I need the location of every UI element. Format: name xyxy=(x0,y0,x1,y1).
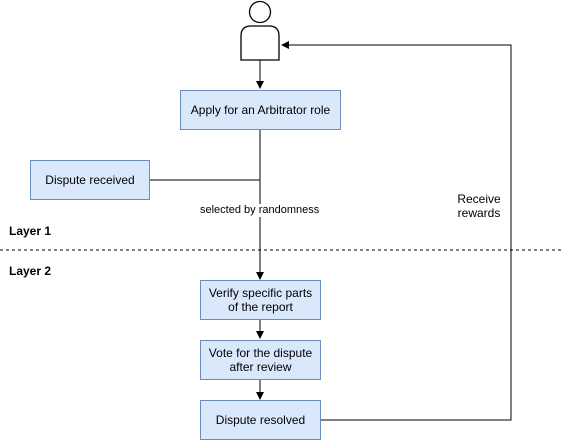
edge-label-selected-by-randomness: selected by randomness xyxy=(200,204,320,217)
node-verify-report: Verify specific parts of the report xyxy=(200,280,321,320)
node-dispute-received-label: Dispute received xyxy=(45,173,135,187)
edge-label-receive-rewards: Receive rewards xyxy=(457,192,501,220)
node-apply-arbitrator: Apply for an Arbitrator role xyxy=(180,90,341,130)
person-icon xyxy=(240,0,280,61)
node-dispute-received: Dispute received xyxy=(30,160,150,200)
node-apply-arbitrator-label: Apply for an Arbitrator role xyxy=(190,103,331,117)
edge-rewards-loop xyxy=(281,41,512,421)
node-vote-dispute: Vote for the dispute after review xyxy=(200,340,321,380)
layer-2-label: Layer 2 xyxy=(9,264,52,278)
node-dispute-resolved-label: Dispute resolved xyxy=(215,413,306,427)
node-verify-report-label: Verify specific parts of the report xyxy=(208,286,313,314)
node-dispute-resolved: Dispute resolved xyxy=(200,400,321,440)
node-vote-dispute-label: Vote for the dispute after review xyxy=(208,346,313,374)
layer-1-label: Layer 1 xyxy=(9,224,52,238)
